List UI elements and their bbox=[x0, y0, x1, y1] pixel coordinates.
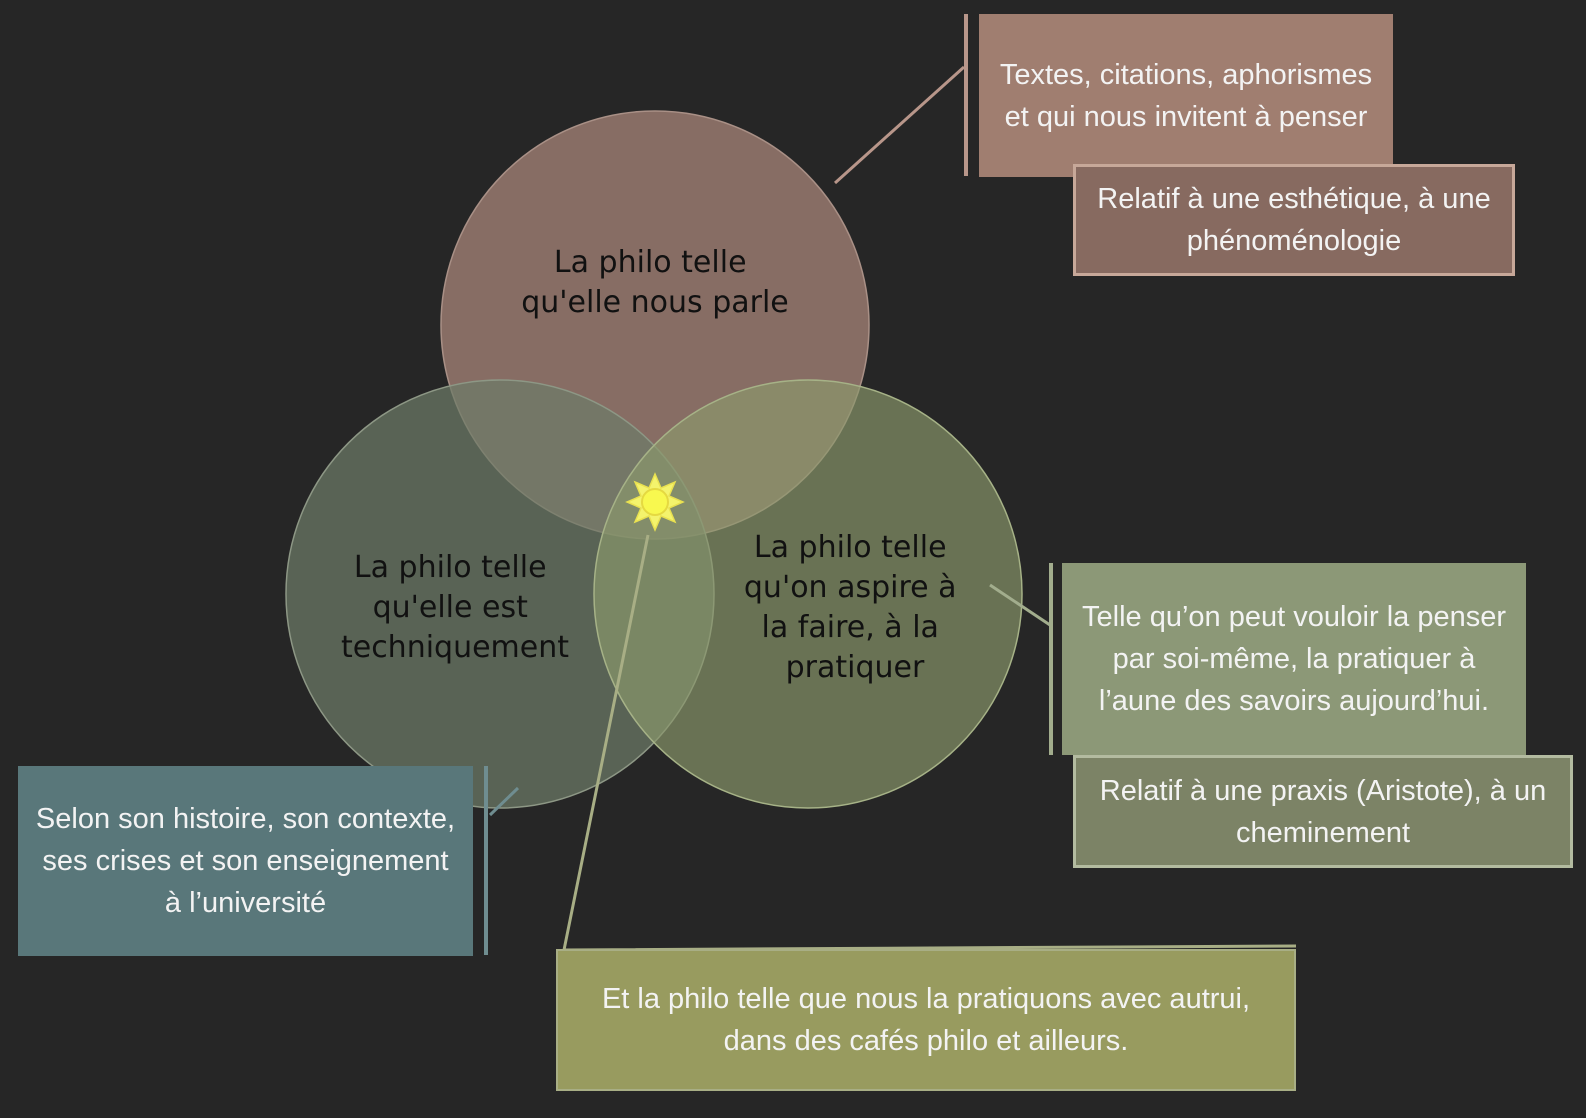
circle-right-label-line: pratiquer bbox=[786, 650, 925, 685]
callout-bottom-main-text: Et la philo telle que nous la pratiquons… bbox=[601, 983, 1251, 1057]
circle-left-label-line: qu'elle est bbox=[373, 590, 529, 625]
callout-left-main: Selon son histoire, son contexte, ses cr… bbox=[18, 766, 473, 956]
callout-top-main-text: Textes, citations, aphorismes et qui nou… bbox=[999, 58, 1373, 133]
callout-top-sub: Relatif à une esthétique, à une phénomén… bbox=[1073, 164, 1515, 276]
circle-left-label: La philo telle qu'elle est techniquement bbox=[341, 550, 569, 665]
callout-top-sub-text: Relatif à une esthétique, à une phénomén… bbox=[1097, 183, 1491, 257]
sun-icon bbox=[625, 472, 685, 532]
circle-left-label-line: techniquement bbox=[341, 630, 569, 665]
circle-right bbox=[593, 379, 1023, 809]
circle-right-label: La philo telle qu'on aspire à la faire, … bbox=[744, 530, 966, 685]
connector-right bbox=[989, 583, 1051, 627]
callout-right-sub: Relatif à une praxis (Aristote), à un ch… bbox=[1073, 755, 1573, 868]
connector-left bbox=[488, 786, 520, 817]
callout-top-main: Textes, citations, aphorismes et qui nou… bbox=[979, 14, 1393, 177]
circle-left-label-line: La philo telle bbox=[354, 550, 547, 585]
callout-right-sub-text: Relatif à une praxis (Aristote), à un ch… bbox=[1099, 774, 1547, 849]
circle-top-label-line: qu'elle nous parle bbox=[521, 285, 789, 320]
callout-right-main-text: Telle qu’on peut vouloir la penser par s… bbox=[1082, 601, 1506, 717]
connector-top bbox=[833, 65, 966, 185]
circle-top-label: La philo telle qu'elle nous parle bbox=[521, 245, 789, 320]
circle-top-label-line: La philo telle bbox=[554, 245, 747, 280]
callout-left-main-text: Selon son histoire, son contexte, ses cr… bbox=[35, 803, 456, 919]
circle-right-label-line: qu'on aspire à bbox=[744, 570, 957, 605]
circle-right-label-line: La philo telle bbox=[754, 530, 947, 565]
callout-bottom-main: Et la philo telle que nous la pratiquons… bbox=[556, 949, 1296, 1091]
callout-right-main: Telle qu’on peut vouloir la penser par s… bbox=[1062, 563, 1526, 755]
circle-right-label-line: la faire, à la bbox=[762, 610, 939, 645]
